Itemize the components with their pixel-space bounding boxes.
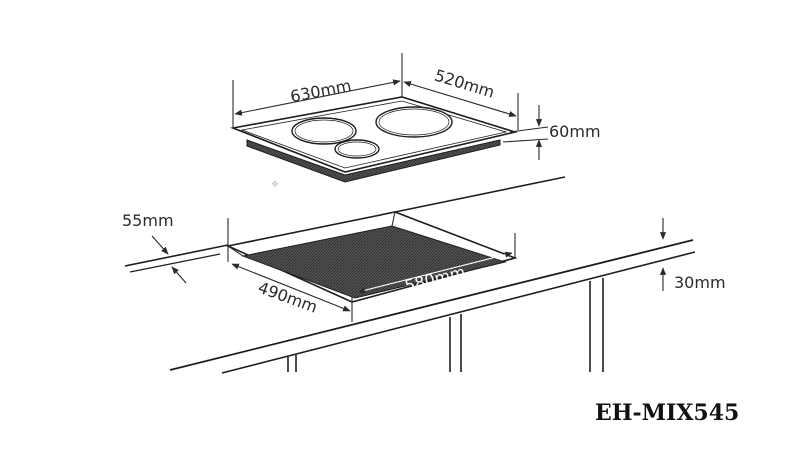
hob-height-ext-top (509, 126, 549, 133)
hob-depth-label: 520mm (432, 66, 497, 102)
cutout-dimensions (151, 218, 667, 322)
hob-height-ext-bottom (502, 138, 549, 143)
cooking-zone-left-inner (294, 119, 354, 143)
hob-side-band (246, 139, 501, 183)
cutout-depth-dimension-line (231, 263, 351, 312)
countertop (124, 176, 696, 374)
hob-depth-dimension-line (403, 81, 517, 117)
countertop-back-edge-right (394, 176, 566, 213)
cooking-zone-left (291, 117, 357, 145)
front-gap-arrow-bottom (171, 266, 187, 284)
countertop-front-edge (169, 239, 694, 371)
cutout-inner-left-edge (227, 245, 244, 257)
countertop-back-lower (129, 253, 221, 273)
hob-width-label: 630mm (289, 76, 353, 106)
hob-unit: ❖ (230, 96, 519, 190)
countertop-front-edge-lower (221, 251, 696, 374)
cooking-zone-front-inner (337, 141, 377, 157)
hob-height-label: 60mm (549, 122, 601, 141)
cutout-inner-back-edge (391, 211, 396, 227)
hob-width-dimension-line (234, 79, 401, 116)
countertop-back-edge (124, 244, 229, 267)
front-gap-arrow-top (151, 235, 169, 255)
cutout-width-dimension-line (357, 251, 513, 294)
model-name: EH-MIX545 (595, 400, 739, 426)
hob-faint-logo: ❖ (271, 180, 279, 190)
front-gap-label: 55mm (122, 211, 174, 230)
cooking-zone-right (375, 106, 453, 138)
counter-thickness-label: 30mm (674, 273, 726, 292)
cooking-zone-front (334, 139, 380, 159)
hob-dimensions (232, 53, 549, 160)
hob-glass-top (230, 96, 519, 173)
